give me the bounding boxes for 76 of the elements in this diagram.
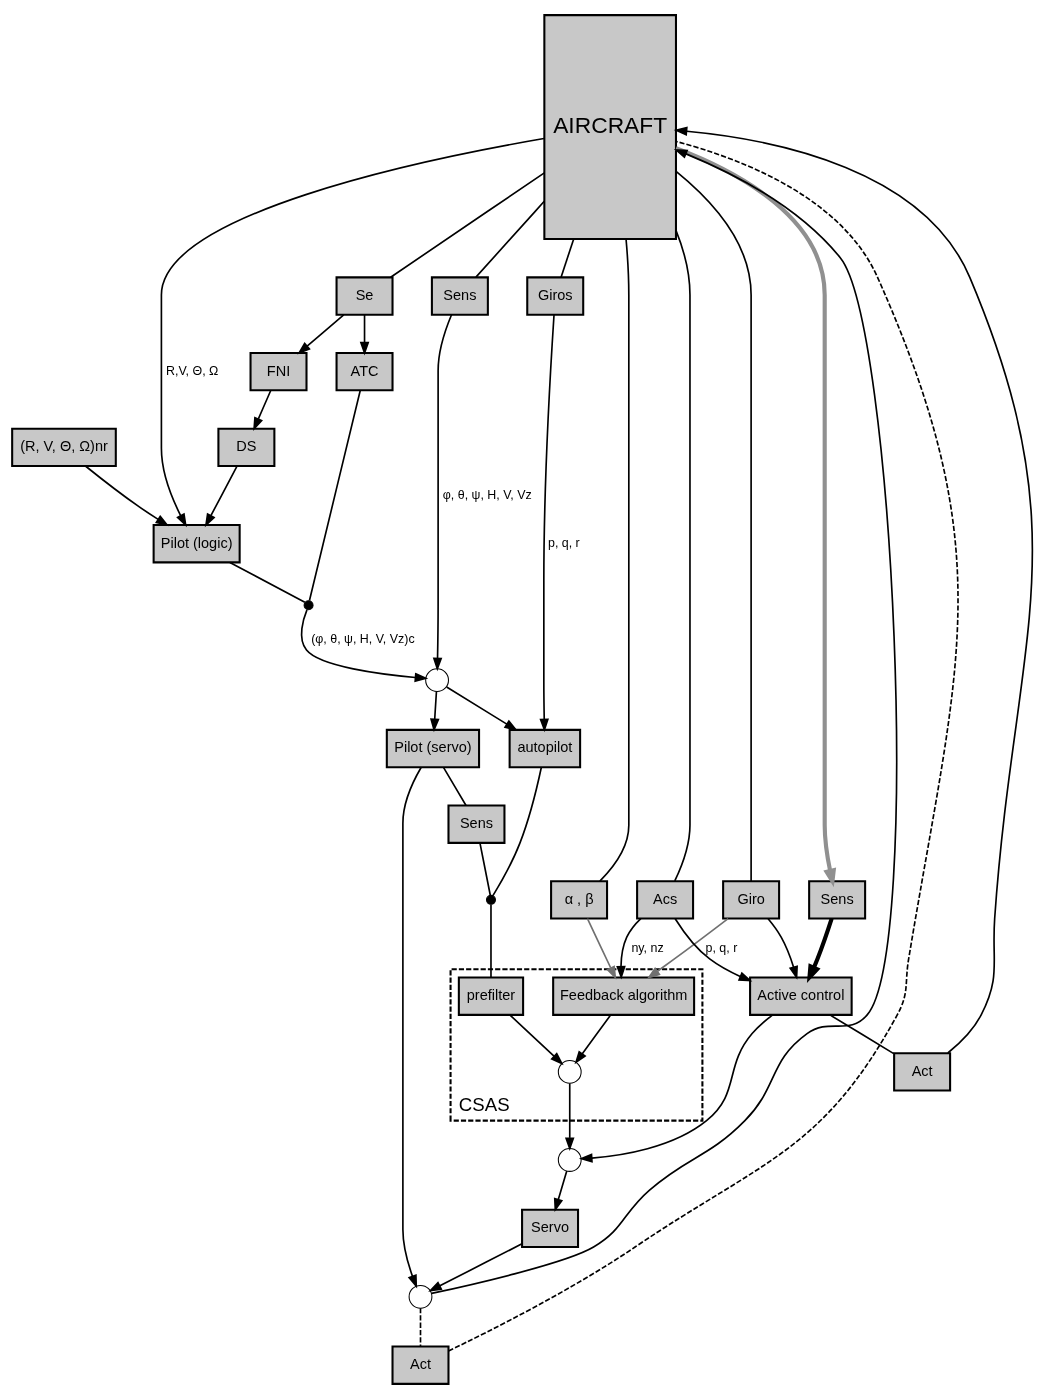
node-box: Giro (722, 879, 781, 920)
node-box: Sens (430, 275, 489, 316)
node-box: Act (391, 1345, 450, 1385)
connector (675, 170, 752, 882)
node-box: Servo (521, 1208, 580, 1248)
arrow (539, 313, 555, 732)
arrow (586, 917, 617, 980)
connector (442, 766, 467, 806)
arrow (84, 464, 170, 526)
connector (673, 229, 691, 882)
connector (829, 1013, 895, 1054)
connector (492, 766, 543, 896)
node-box: Sens (447, 804, 506, 844)
arrow (509, 1013, 564, 1065)
node-box: ATC (335, 351, 394, 391)
arrow (578, 1013, 774, 1163)
arrow (300, 608, 429, 682)
node-box: Acs (636, 879, 695, 920)
node-box: Pilot (servo) (385, 728, 481, 768)
node-box: Se (335, 275, 394, 316)
node-switch (303, 599, 314, 610)
connector (419, 1306, 422, 1347)
node-box: FNI (249, 351, 308, 391)
node-box: prefilter (457, 976, 525, 1016)
edge-label: R,V, Θ, Ω (166, 363, 219, 378)
node-box: Pilot (logic) (152, 523, 241, 563)
arrow (429, 690, 440, 732)
connector (599, 237, 630, 882)
arrow (402, 765, 423, 1288)
arrow (430, 148, 898, 1294)
node-box: DS (217, 427, 276, 467)
edge-label: φ, θ, ψ, H, V, Vz (442, 487, 532, 502)
connector (475, 199, 546, 278)
arrow (646, 917, 729, 979)
arrow (359, 313, 370, 355)
node-box: α , β (550, 879, 609, 920)
arrow (253, 389, 272, 431)
connector (308, 389, 362, 601)
arrow (297, 313, 345, 355)
node-box: (R, V, Θ, Ω)nr (11, 427, 117, 467)
connector (490, 903, 492, 978)
node-box: autopilot (508, 728, 582, 768)
arrow (767, 917, 798, 980)
arrow (160, 137, 545, 527)
arrow (564, 1082, 575, 1151)
node-box: Feedback algorithm (552, 976, 696, 1016)
node-box: AIRCRAFT (543, 13, 677, 240)
edge-label: (φ, θ, ψ, H, V, Vz)c (311, 631, 415, 646)
node-switch (486, 894, 496, 905)
arrow (428, 1242, 523, 1292)
connector (560, 238, 575, 278)
edge-label: p, q, r (547, 535, 580, 550)
arrow (673, 126, 1034, 1054)
node-box: Giros (526, 275, 585, 316)
arrow (553, 1169, 568, 1212)
arrow (675, 145, 837, 887)
connector (447, 140, 959, 1352)
arrow (616, 917, 642, 980)
arrow (432, 313, 453, 671)
connector (479, 841, 492, 896)
edge-label: p, q, r (705, 940, 738, 955)
arrow (806, 917, 834, 983)
arrow (574, 1013, 612, 1064)
node-circle (408, 1284, 433, 1309)
edge-label: ny, nz (631, 940, 664, 955)
connector (229, 561, 306, 603)
node-circle (425, 667, 449, 692)
node-box: Sens (808, 879, 867, 920)
node-circle (557, 1059, 582, 1084)
arrow (674, 917, 753, 981)
node-box: Active control (749, 976, 853, 1016)
node-box: Act (893, 1051, 952, 1092)
arrow (445, 685, 518, 731)
arrow (204, 464, 238, 527)
node-circle (557, 1147, 582, 1172)
connector (389, 171, 546, 278)
